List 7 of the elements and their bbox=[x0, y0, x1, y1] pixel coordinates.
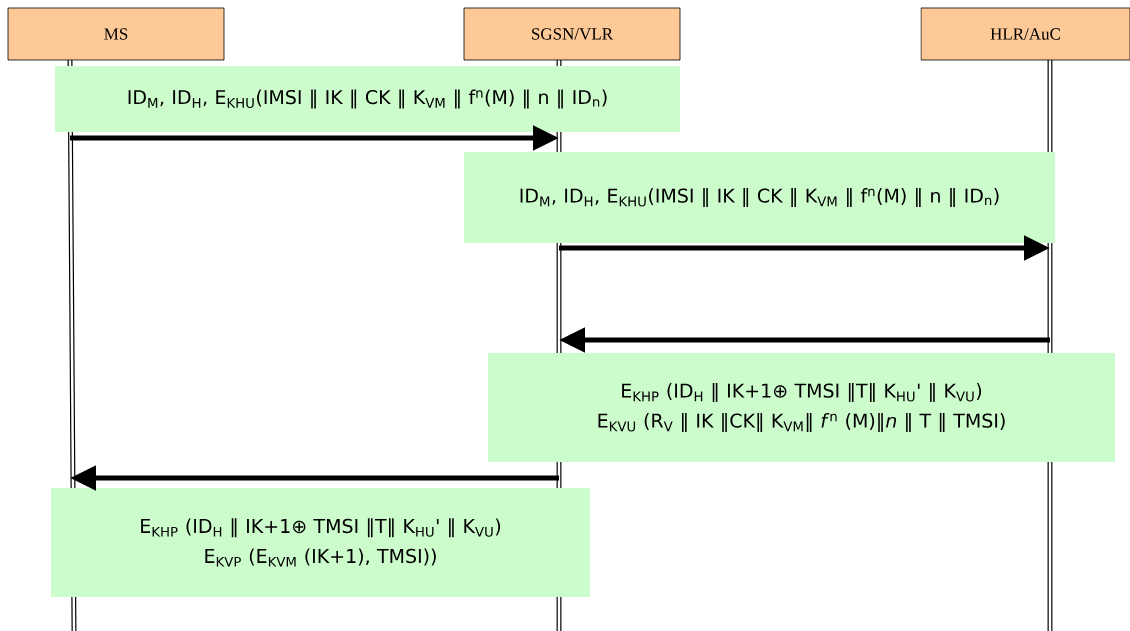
message-box: E$_{KHP}$ (ID$_{H}$ ‖ IK+1⊕ TMSI ‖T‖ K$_{HU}$' ‖ K$_{VU}$) E$_{KVP}$ (E$_{KVM}$ (IK+1), TMSI)) bbox=[51, 488, 590, 597]
message-box: E$_{KHP}$ (ID$_{H}$ ‖ IK+1⊕ TMSI ‖T‖ K$_{HU}$' ‖ K$_{VU}$) E$_{KVU}$ (R$_{V}$ ‖ IK ‖CK‖ K$_{VM}$‖ f$^{n}$ (M)‖n ‖ T ‖ TMSI) bbox=[488, 353, 1115, 462]
message-box: ID$_{M}$, ID$_{H}$, E$_{KHU}$(IMSI ‖ IK ‖ CK ‖ K$_{VM}$ ‖ f$^{n}$(M) ‖ n ‖ ID$_{n}$) bbox=[464, 152, 1055, 243]
lifeline-head: SGSN/VLR bbox=[463, 7, 681, 61]
lifeline-head: HLR/AuC bbox=[920, 7, 1130, 61]
message-box: ID$_{M}$, ID$_{H}$, E$_{KHU}$(IMSI ‖ IK ‖ CK ‖ K$_{VM}$ ‖ f$^{n}$(M) ‖ n ‖ ID$_{n}$) bbox=[55, 66, 680, 132]
lifeline-head: MS bbox=[7, 7, 225, 61]
